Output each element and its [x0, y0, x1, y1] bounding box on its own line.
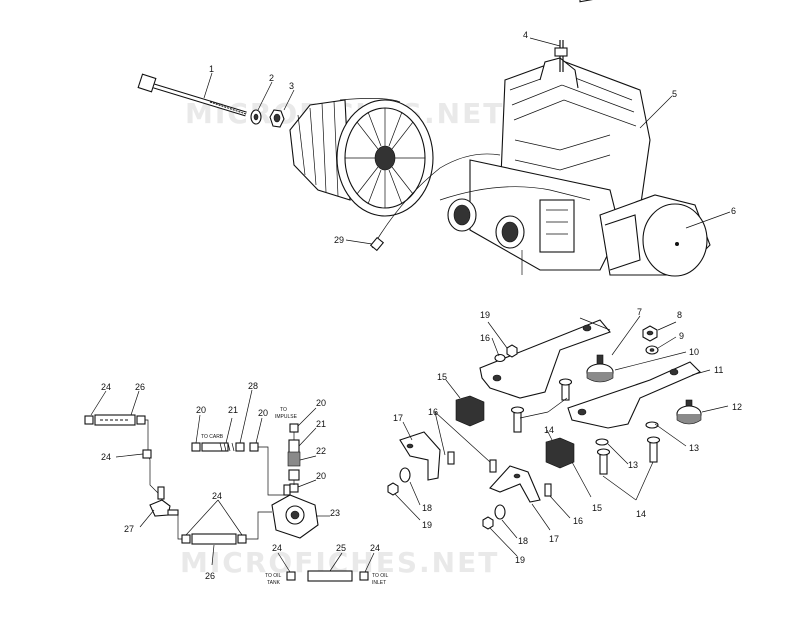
small-fasteners [387, 344, 552, 530]
oil-pump-part-23 [271, 484, 319, 539]
callout-22: 22 [316, 446, 326, 456]
callout-16-bottom: 16 [573, 516, 583, 526]
label-to-oil-tank-1: TO OIL [265, 573, 282, 579]
callout-19-right: 19 [515, 555, 525, 565]
washer-part-9 [645, 345, 659, 355]
oil-hose-part-26-upper [84, 414, 146, 426]
callout-24-left: 24 [101, 452, 111, 462]
rubber-mount-part-12 [676, 399, 702, 425]
check-valve-part-27 [149, 486, 179, 517]
rubber-mount-part-7 [586, 354, 614, 383]
nut-part-8 [642, 325, 658, 342]
callout-27: 27 [124, 524, 134, 534]
mount-leader-lines [394, 315, 729, 557]
callout-21-a: 21 [228, 405, 238, 415]
callout-11: 11 [714, 365, 723, 375]
mount-plate-upper [479, 317, 611, 399]
callout-4: 4 [523, 30, 528, 40]
engine-leader-lines [203, 37, 731, 245]
bracket-part-17-a [399, 431, 441, 481]
callout-29: 29 [334, 235, 344, 245]
label-to-impulse-2: IMPULSE [275, 414, 298, 420]
callout-12: 12 [732, 402, 742, 412]
callout-14-lower: 14 [636, 509, 646, 519]
washers-part-13 [595, 421, 659, 446]
callout-1: 1 [209, 64, 214, 74]
label-to-oil-inlet-2: INLET [372, 580, 386, 586]
callout-15-right: 15 [592, 503, 602, 513]
callout-20-d: 20 [316, 471, 326, 481]
callout-13-left: 13 [628, 460, 638, 470]
callout-23: 23 [330, 508, 340, 518]
impulse-line-parts-20-21-22 [287, 423, 301, 493]
drive-clutch [289, 98, 434, 217]
callout-16-mid: 16 [428, 407, 438, 417]
callout-3: 3 [289, 81, 294, 91]
callout-7: 7 [637, 307, 642, 317]
engine-case [447, 159, 621, 275]
callout-18-left: 18 [422, 503, 432, 513]
label-to-oil-tank-2: TANK [267, 580, 281, 586]
bolt-part-1 [137, 73, 247, 117]
pump-leader-lines [90, 389, 375, 573]
washer-part-2 [250, 109, 262, 125]
hose-part-28 [191, 442, 284, 496]
callout-17-left: 17 [393, 413, 403, 423]
callout-14-upper: 14 [544, 425, 554, 435]
nut-part-3 [269, 109, 285, 128]
callout-26-top: 26 [135, 382, 145, 392]
bolts-part-14 [510, 378, 661, 475]
magneto-cover-part-6 [599, 194, 711, 277]
rubber-pads-part-15 [455, 395, 575, 469]
callout-18-right: 18 [518, 536, 528, 546]
callout-19-left: 19 [422, 520, 432, 530]
callout-20-a: 20 [196, 405, 206, 415]
callout-2: 2 [269, 73, 274, 83]
label-to-impulse-1: TO [280, 407, 287, 413]
callout-16-top: 16 [480, 333, 490, 343]
callout-19-top: 19 [480, 310, 490, 320]
callout-21-b: 21 [316, 419, 326, 429]
callout-9: 9 [679, 331, 684, 341]
bracket-part-11 [567, 361, 701, 429]
callout-20-b: 20 [258, 408, 268, 418]
callout-24-top: 24 [101, 382, 111, 392]
oil-hose-part-26-lower [181, 533, 247, 545]
callout-5: 5 [672, 89, 677, 99]
callout-6: 6 [731, 206, 736, 216]
callout-17-right: 17 [549, 534, 559, 544]
bracket-part-17-b [489, 465, 541, 503]
callout-8: 8 [677, 310, 682, 320]
label-to-carb: TO CARB [201, 434, 224, 440]
label-to-oil-inlet-1: TO OIL [372, 573, 389, 579]
oil-line-left [142, 419, 161, 496]
callout-10: 10 [689, 347, 699, 357]
callout-numbers: 1 2 3 4 5 6 29 7 8 9 10 11 12 13 13 14 1… [101, 30, 742, 581]
hose-labels: TO CARB TO IMPULSE TO OIL TANK TO OIL IN… [201, 407, 389, 586]
lower-feed-line [177, 511, 272, 540]
throttle-cable-part-29 [369, 153, 591, 252]
callout-15-left: 15 [437, 372, 447, 382]
callout-28: 28 [248, 381, 258, 391]
callout-24-bottom-right: 24 [370, 543, 380, 553]
callout-26-bottom: 26 [205, 571, 215, 581]
callout-20-c: 20 [316, 398, 326, 408]
callout-13-right: 13 [689, 443, 699, 453]
callout-24-mid: 24 [212, 491, 222, 501]
callout-24-bottom-left: 24 [272, 543, 282, 553]
callout-25: 25 [336, 543, 346, 553]
